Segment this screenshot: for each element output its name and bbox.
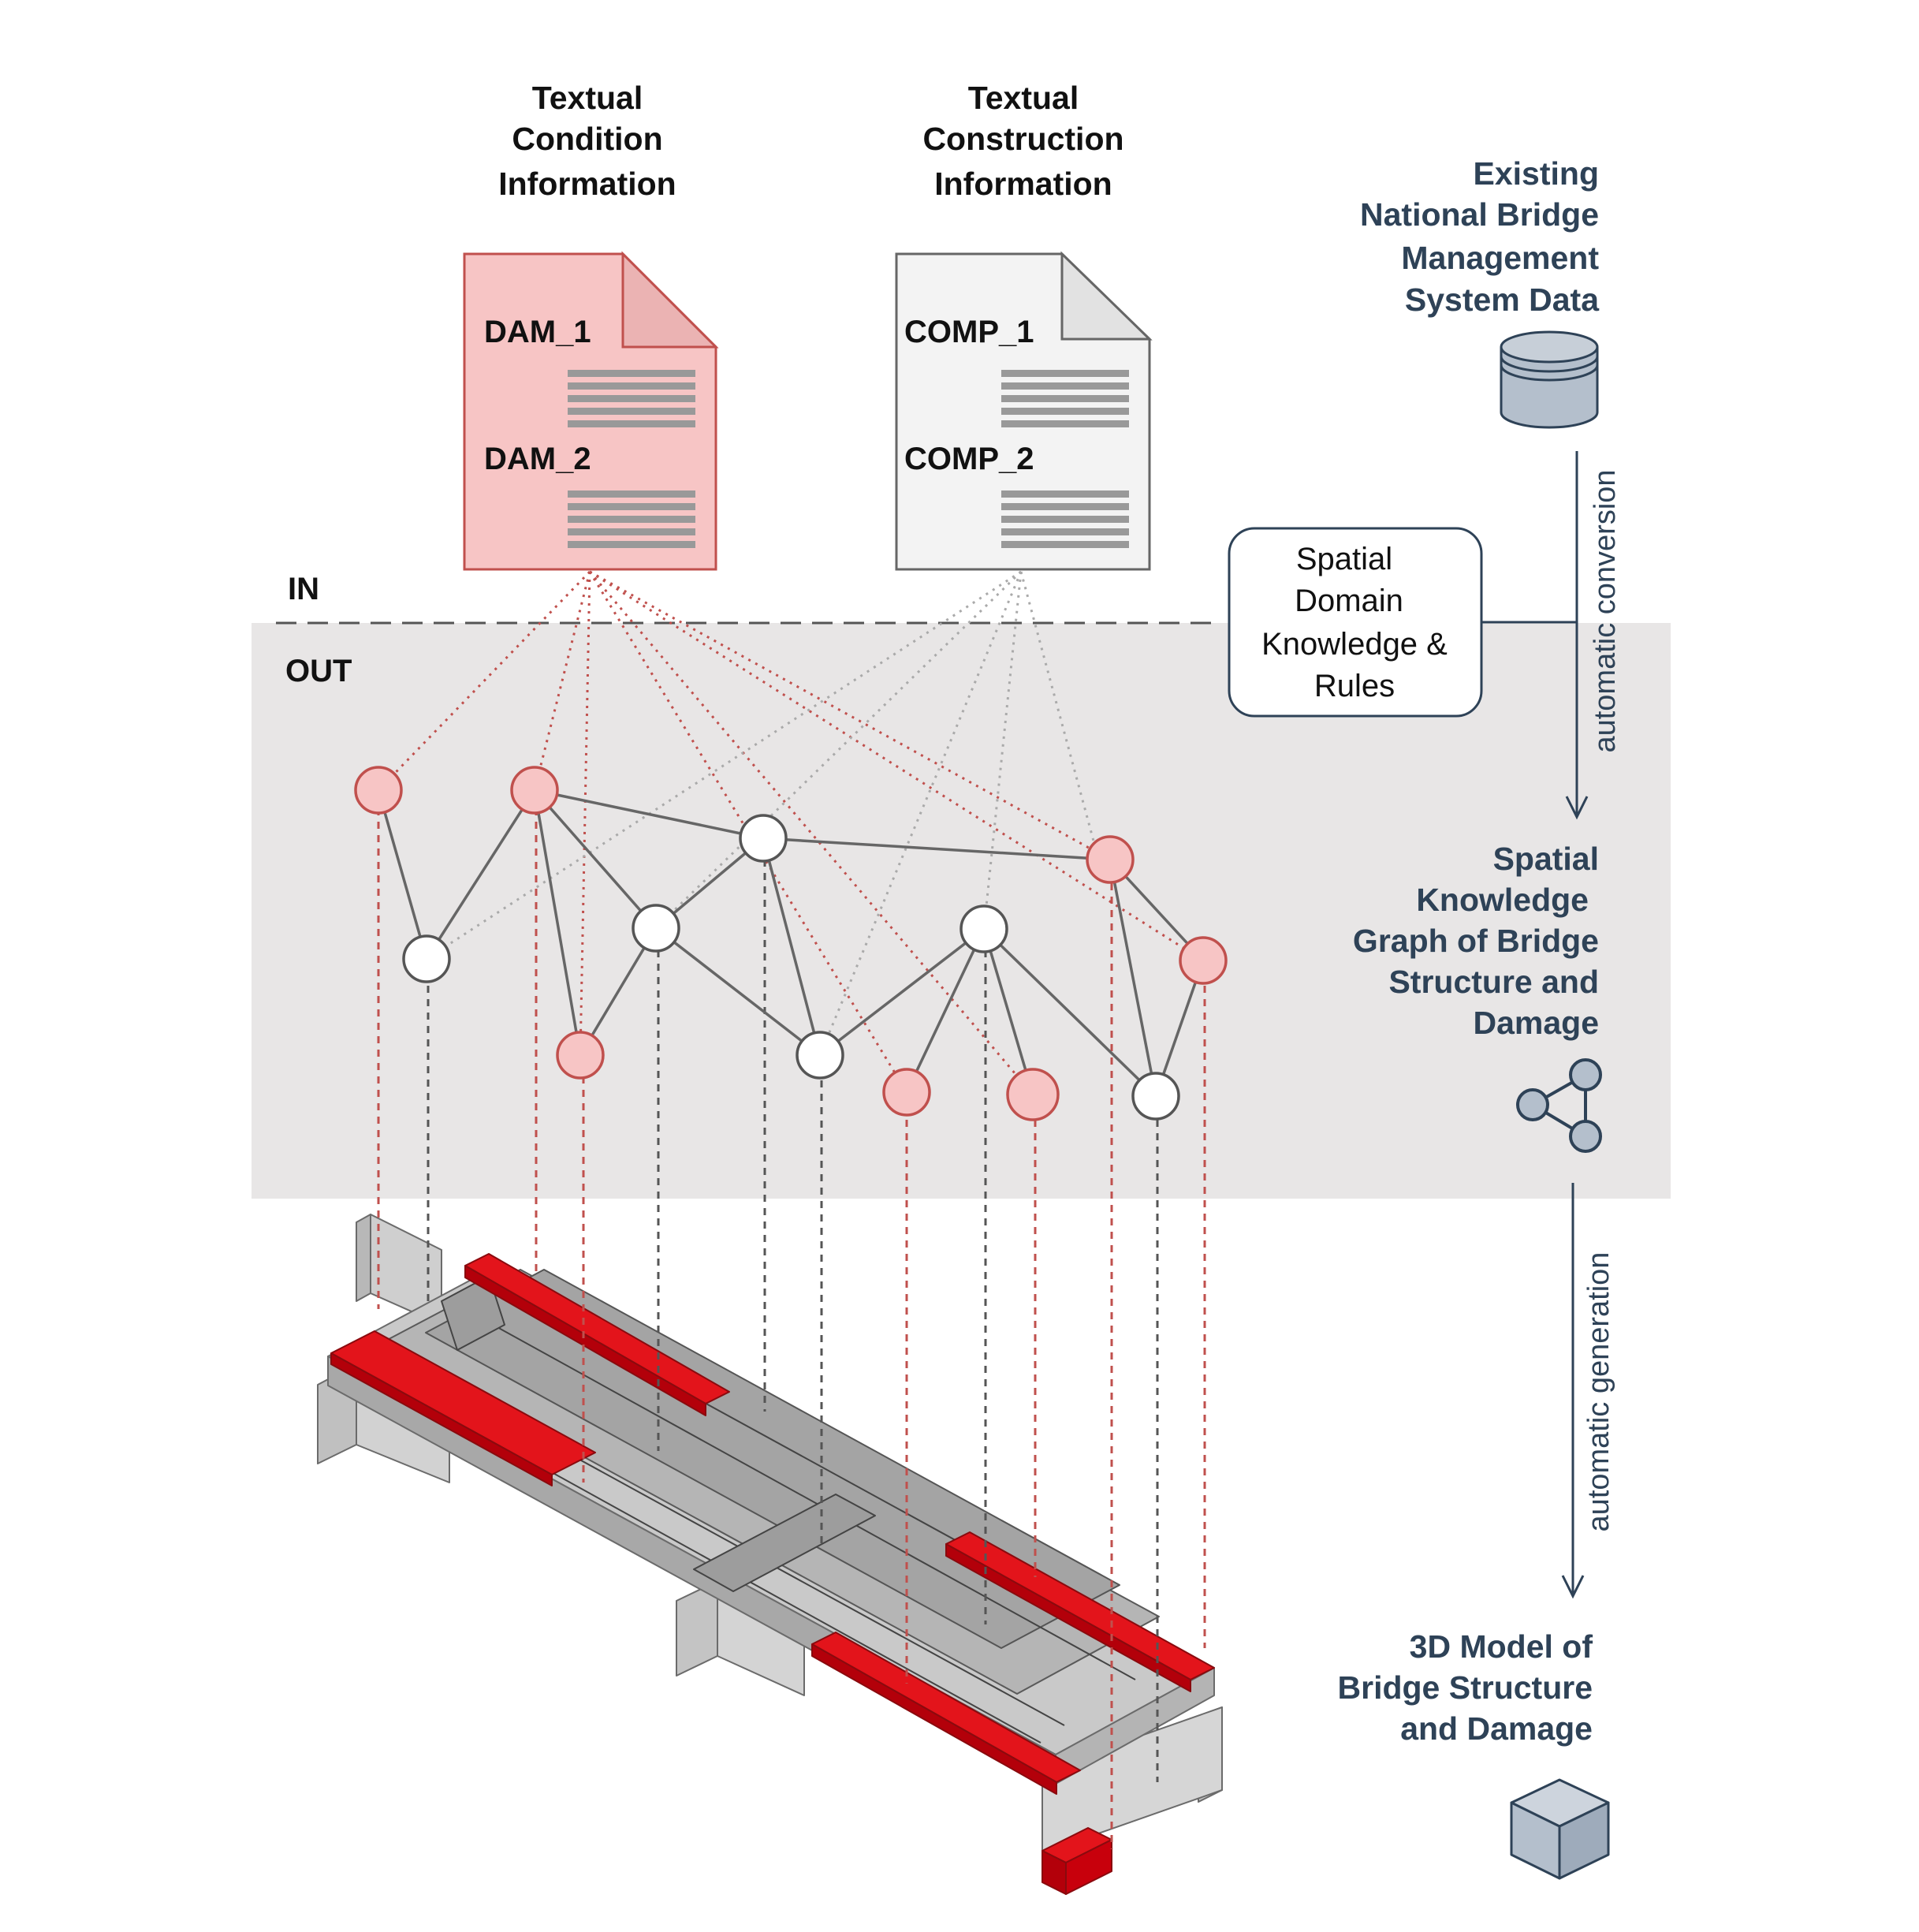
generation-arrow-label: automatic generation — [1582, 1252, 1615, 1532]
database-icon — [1500, 330, 1599, 429]
svg-text:Bridge Structure: Bridge Structure — [1338, 1669, 1593, 1706]
dam-2-label: DAM_2 — [484, 442, 591, 476]
comp-1-label: COMP_1 — [904, 315, 1034, 349]
construction-title: Textual Construction Information — [922, 80, 1123, 202]
cube-icon — [1510, 1778, 1610, 1880]
svg-text:3D Model of: 3D Model of — [1410, 1628, 1593, 1665]
damage-node — [1006, 1068, 1060, 1121]
in-label: IN — [288, 572, 319, 606]
component-node — [1131, 1072, 1180, 1121]
svg-text:System Data: System Data — [1405, 282, 1600, 318]
svg-text:Textual: Textual — [532, 80, 643, 116]
svg-text:Existing: Existing — [1474, 155, 1599, 192]
bridge-3d-model — [317, 1214, 1223, 1895]
svg-text:Information: Information — [934, 166, 1112, 202]
node-model-links — [377, 808, 1206, 1849]
svg-text:Damage: Damage — [1473, 1005, 1599, 1041]
dam-1-label: DAM_1 — [484, 315, 591, 349]
knowledge-graph-label: Spatial Knowledge Graph of Bridge Struct… — [1353, 841, 1599, 1041]
damage-node — [1179, 936, 1228, 985]
dam-2-text-lines — [568, 490, 695, 548]
3d-model-label: 3D Model of Bridge Structure and Damage — [1338, 1628, 1593, 1747]
damage-node — [882, 1068, 931, 1117]
svg-text:Spatial: Spatial — [1296, 542, 1392, 576]
svg-text:Knowledge: Knowledge — [1416, 882, 1589, 918]
construction-mappings — [426, 570, 1096, 1056]
svg-text:Construction: Construction — [922, 121, 1123, 157]
damage-node — [510, 766, 559, 815]
svg-text:Knowledge &: Knowledge & — [1261, 627, 1448, 662]
generation-arrow — [1561, 1183, 1585, 1599]
graph-share-icon — [1516, 1058, 1602, 1153]
svg-text:Domain: Domain — [1295, 584, 1403, 618]
component-node — [796, 1031, 844, 1080]
existing-data-label: Existing National Bridge Management Syst… — [1360, 155, 1600, 318]
conversion-arrow-label: automatic conversion — [1589, 469, 1622, 752]
condition-document: DAM_1 DAM_2 — [463, 251, 719, 571]
svg-text:Spatial: Spatial — [1493, 841, 1599, 877]
dam-1-text-lines — [568, 370, 695, 427]
svg-text:and Damage: and Damage — [1400, 1710, 1593, 1747]
svg-text:Structure and: Structure and — [1388, 964, 1599, 1000]
construction-document: COMP_1 COMP_2 — [895, 251, 1153, 571]
condition-title: Textual Condition Information — [498, 80, 676, 202]
graph-nodes — [354, 766, 1228, 1121]
component-node — [632, 904, 680, 953]
svg-text:Management: Management — [1401, 240, 1599, 276]
svg-text:Information: Information — [498, 166, 676, 202]
out-zone — [252, 623, 1671, 1199]
component-node — [739, 814, 788, 863]
conversion-arrow — [1565, 451, 1589, 820]
damage-node — [556, 1031, 605, 1080]
rules-box: Spatial Domain Knowledge & Rules — [1228, 527, 1483, 718]
component-node — [960, 904, 1008, 953]
comp-1-text-lines — [1001, 370, 1129, 427]
svg-text:Rules: Rules — [1314, 669, 1395, 703]
condition-mappings — [377, 570, 1204, 1095]
damage-node — [354, 766, 403, 815]
svg-text:Condition: Condition — [512, 121, 662, 157]
component-node — [402, 934, 451, 983]
comp-2-text-lines — [1001, 490, 1129, 548]
svg-text:Graph of Bridge: Graph of Bridge — [1353, 923, 1599, 959]
svg-text:National Bridge: National Bridge — [1360, 196, 1599, 233]
comp-2-label: COMP_2 — [904, 442, 1034, 476]
out-label: OUT — [285, 654, 352, 688]
damage-node — [1086, 835, 1135, 884]
svg-text:Textual: Textual — [968, 80, 1079, 116]
